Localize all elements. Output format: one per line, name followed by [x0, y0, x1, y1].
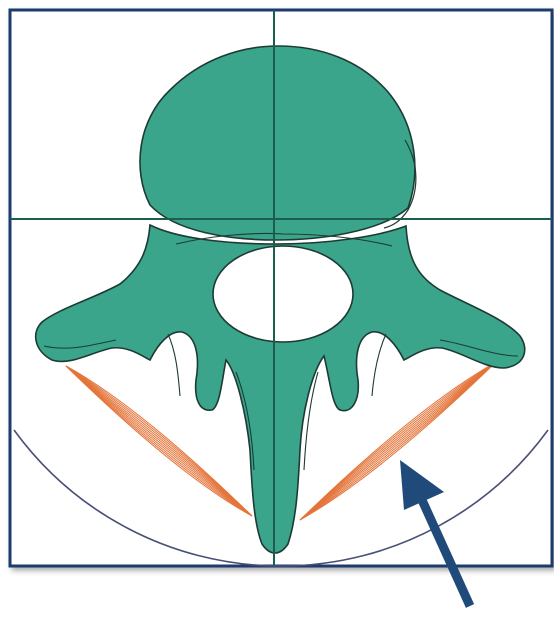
vertebral-foramen: [213, 246, 353, 342]
